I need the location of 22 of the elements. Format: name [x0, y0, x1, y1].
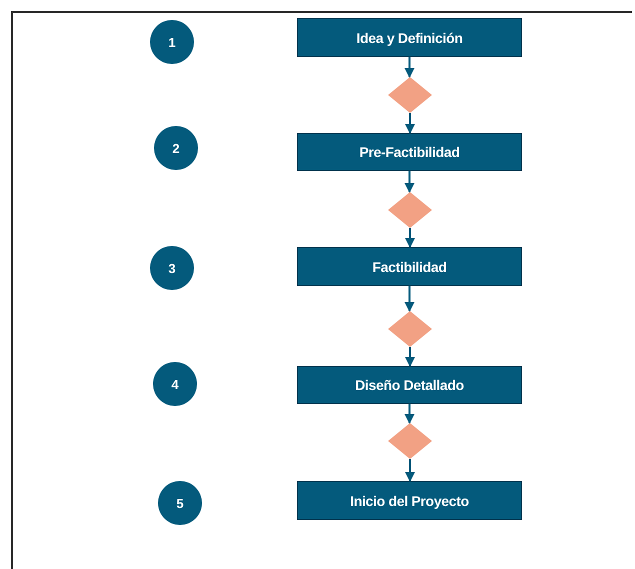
- arrow: [405, 113, 415, 134]
- step-number: 1: [150, 20, 194, 64]
- process-box: Factibilidad: [297, 247, 522, 286]
- arrow: [405, 228, 415, 248]
- arrow: [405, 459, 415, 482]
- decision-diamond: [388, 423, 432, 459]
- arrow: [405, 347, 415, 367]
- arrow: [404, 57, 414, 78]
- process-box: Pre-Factibilidad: [297, 133, 522, 171]
- arrow: [404, 171, 414, 193]
- arrow: [404, 404, 414, 424]
- process-box: Diseño Detallado: [297, 366, 522, 404]
- step-number: 3: [150, 246, 194, 290]
- step-number: 5: [158, 481, 202, 525]
- arrow: [404, 286, 414, 312]
- decision-diamond: [388, 77, 432, 113]
- decision-diamond: [388, 311, 432, 347]
- decision-diamond: [388, 192, 432, 228]
- process-box: Idea y Definición: [297, 18, 522, 57]
- step-number: 2: [154, 126, 198, 170]
- step-number: 4: [153, 362, 197, 406]
- process-box: Inicio del Proyecto: [297, 481, 522, 520]
